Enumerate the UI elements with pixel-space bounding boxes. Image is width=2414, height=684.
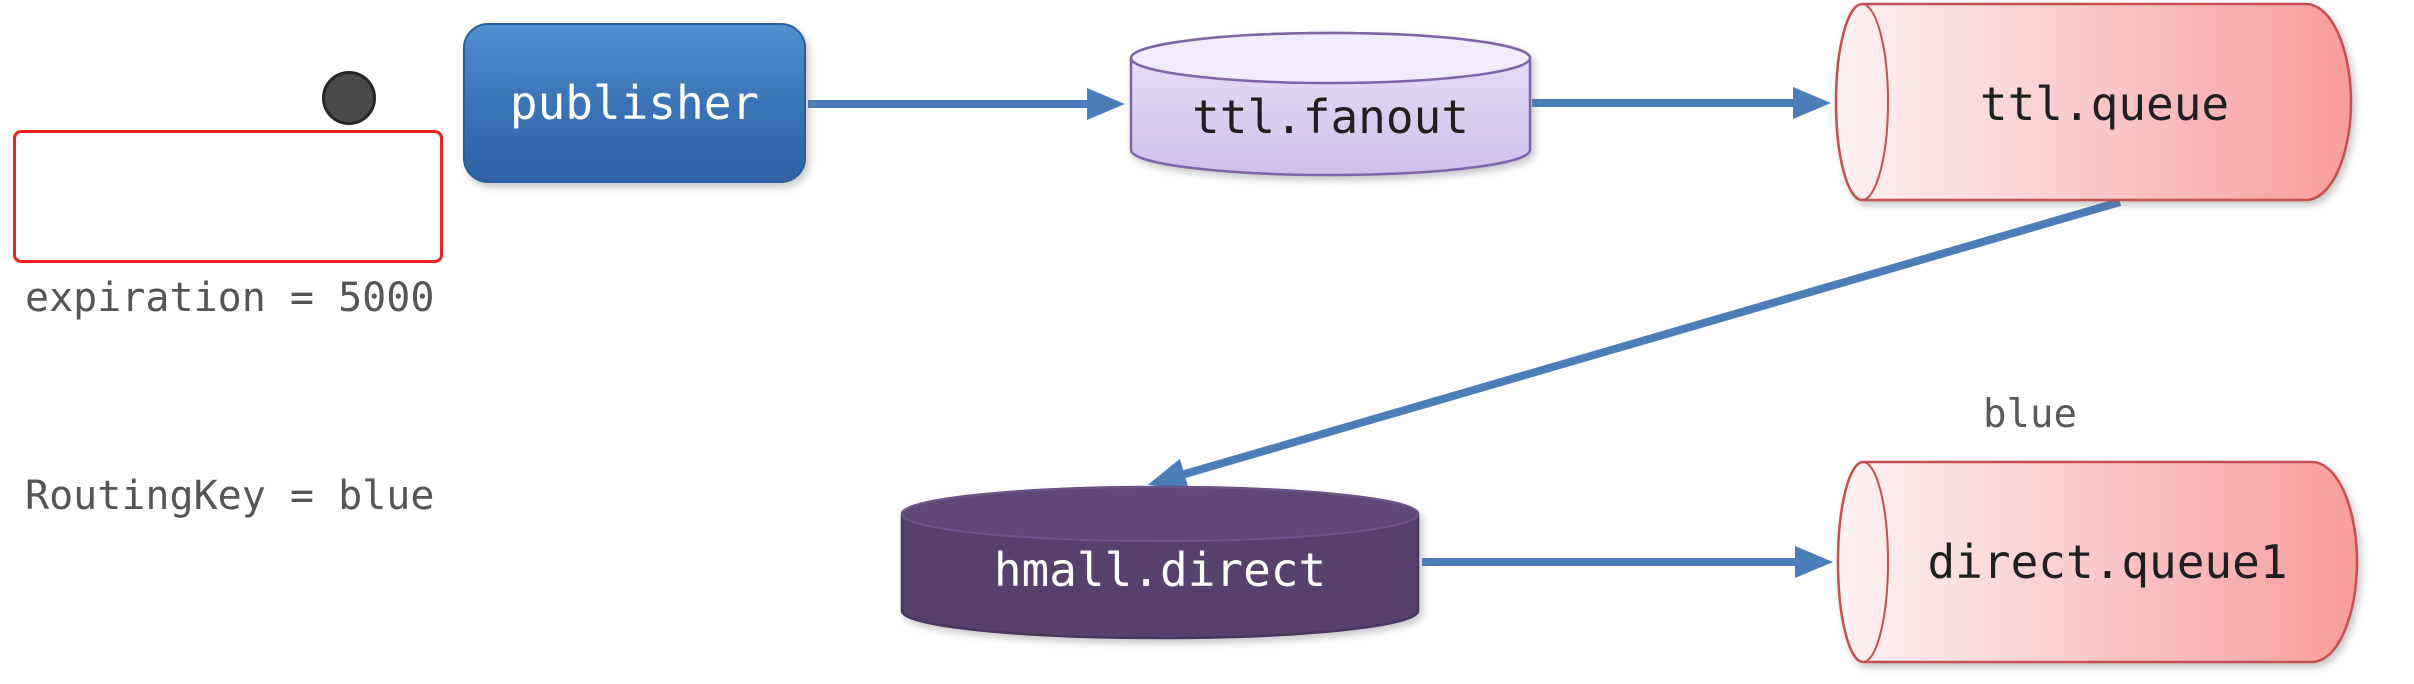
hmall-direct-node-shape (900, 485, 1420, 640)
annotation-line-routingkey: RoutingKey = blue (25, 473, 435, 519)
annotation-line-expiration: expiration = 5000 (25, 275, 435, 321)
ttl-fanout-node-shape (1129, 31, 1532, 177)
connector-group (808, 87, 2122, 578)
publisher-node-shape (463, 23, 806, 183)
ttl-queue-node-shape (1834, 2, 2353, 202)
arrow-ttlqueue-to-direct (1147, 198, 2122, 490)
direct-queue1-node-shape (1836, 460, 2359, 664)
message-dot-icon (322, 71, 376, 125)
message-properties-annotation: expiration = 5000 RoutingKey = blue (13, 130, 443, 519)
